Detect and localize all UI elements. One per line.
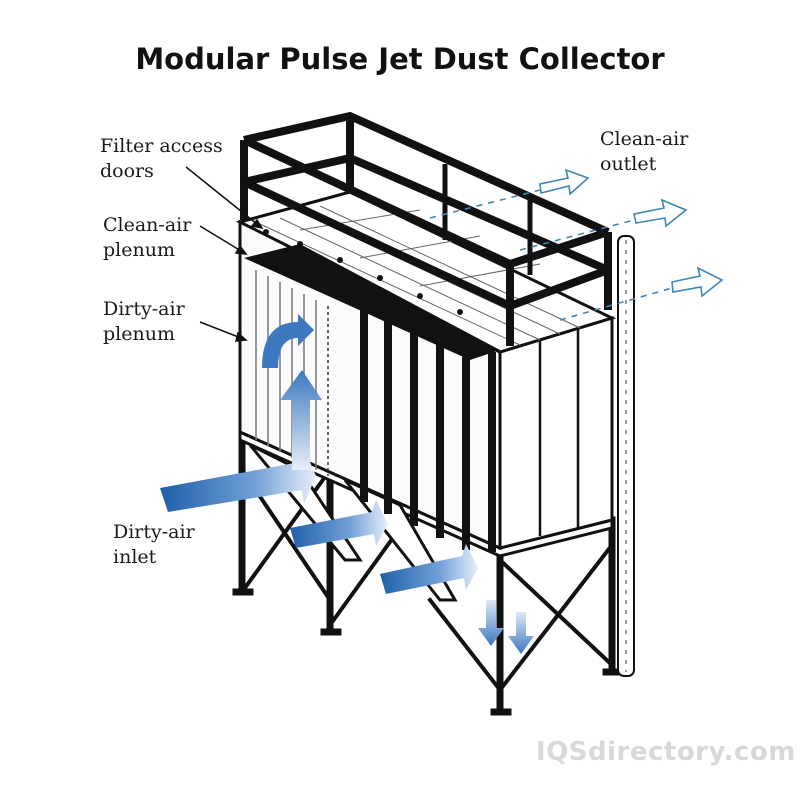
watermark-logo: IQSdirectory.com (536, 737, 796, 767)
diagram-title: Modular Pulse Jet Dust Collector (135, 42, 665, 76)
housing (235, 190, 617, 551)
clean-air-outlet-arrows (429, 168, 724, 321)
guard-railing (240, 112, 612, 346)
dirty-air-inlet-arrows (160, 448, 478, 594)
label-clean-air-plenum: Clean-air plenum (103, 214, 192, 261)
dust-discharge-arrows (478, 600, 534, 654)
filter-columns (244, 244, 500, 552)
label-clean-air-outlet: Clean-air outlet (600, 128, 689, 175)
upward-flow-arrows (262, 314, 322, 470)
exhaust-pipe (617, 235, 635, 677)
leader-lines (185, 166, 264, 342)
label-dirty-air-plenum: Dirty-air plenum (103, 298, 185, 345)
label-filter-access-doors: Filter access doors (100, 135, 223, 182)
access-door-handles (263, 229, 463, 315)
label-dirty-air-inlet: Dirty-air inlet (113, 521, 195, 568)
